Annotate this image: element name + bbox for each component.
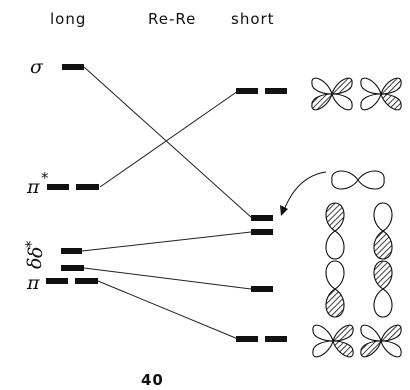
label-pi-star: π	[26, 176, 40, 198]
d-orbital-pi-star-left-icon	[311, 77, 353, 111]
correlation-line-sigma	[83, 66, 253, 219]
label-delta-star-superscript: *	[22, 240, 40, 248]
p-orbital-delta-star-left-icon	[325, 202, 345, 260]
level-short-sigma	[251, 215, 273, 221]
level-long-pi-a	[46, 278, 68, 284]
correlation-line-delta	[83, 267, 252, 290]
label-pi-star-superscript: *	[41, 169, 49, 187]
correlation-line-pi	[97, 280, 239, 340]
level-long-pi-b	[75, 278, 98, 284]
d-orbital-pi-right-icon	[360, 324, 402, 358]
level-short-pi-star-b	[265, 88, 287, 94]
level-short-pi-star-a	[236, 88, 258, 94]
level-short-pi-a	[236, 336, 258, 342]
label-pi: π	[26, 272, 40, 294]
level-long-delta-star	[61, 248, 82, 254]
column-label-rere: Re-Re	[148, 10, 196, 28]
level-short-pi-b	[265, 336, 287, 342]
level-long-delta	[61, 265, 84, 271]
d-orbital-pi-star-right-icon	[360, 77, 402, 111]
level-short-delta-star	[251, 229, 273, 235]
label-delta-star: δ	[25, 247, 47, 258]
correlation-line-delta-star	[81, 231, 252, 252]
column-label-short: short	[231, 10, 275, 28]
sigma-orbital-icon	[331, 170, 385, 190]
label-delta: δ	[24, 258, 46, 269]
p-orbital-delta-star-right-icon	[373, 202, 393, 260]
figure-number: 40	[141, 371, 164, 389]
p-orbital-delta-right-icon	[373, 260, 393, 318]
d-orbital-pi-left-icon	[312, 324, 354, 358]
level-long-pi-star-a	[47, 184, 69, 190]
column-label-long: long	[50, 10, 86, 28]
label-sigma: σ	[30, 56, 44, 78]
level-long-sigma	[62, 64, 84, 70]
level-short-delta	[251, 286, 273, 292]
p-orbital-delta-left-icon	[325, 260, 345, 318]
correlation-line-pi-star	[99, 90, 239, 188]
curved-arrow-icon	[280, 171, 327, 216]
level-long-pi-star-b	[76, 184, 99, 190]
